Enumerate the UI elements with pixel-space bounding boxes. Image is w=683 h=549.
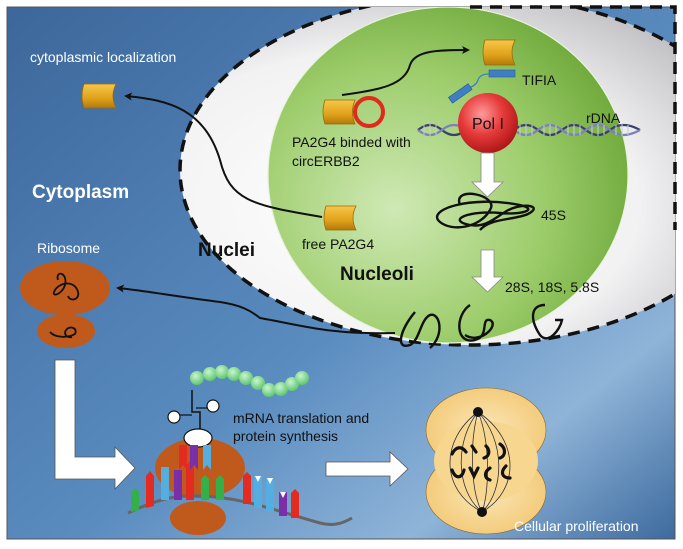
- pa2g4-bound-icon: [322, 99, 356, 125]
- amino-acid-bead: [227, 367, 241, 381]
- processing-arrow: [471, 249, 504, 293]
- transfer-arrow: [341, 46, 470, 96]
- codon-blue: [254, 476, 262, 508]
- trna-loop-icon: [167, 410, 181, 424]
- codon-red: [146, 471, 154, 508]
- spindle-fibers: [449, 411, 511, 513]
- proliferation-arrow: [325, 451, 409, 487]
- trna-anticodon-loop-icon: [183, 428, 213, 448]
- ribosome-assembly-arrow: [116, 284, 396, 335]
- amino-acid-bead: [274, 382, 288, 396]
- pa2g4-tifia-icon: [482, 39, 516, 66]
- rrna-45s-label: 45S: [541, 207, 566, 223]
- circerbb2-ring-icon: [353, 96, 385, 128]
- codon-purple: [174, 470, 182, 500]
- nuclear-envelope-edge: [470, 5, 677, 230]
- rrna-5-8s-icon: [531, 303, 564, 340]
- codon-green: [201, 475, 209, 500]
- pa2g4-cytoplasmic-icon: [81, 83, 117, 109]
- tifia-domain-icon: [448, 83, 473, 104]
- ribosome-label: Ribosome: [37, 240, 100, 256]
- codon-notch: [255, 476, 261, 482]
- ribosome-large-subunit: [20, 261, 110, 315]
- tifia-linker: [467, 73, 490, 89]
- dividing-cell: [425, 387, 547, 535]
- anticodon-purple: [190, 445, 198, 470]
- amino-acid-bead: [215, 365, 229, 379]
- anticodon-red: [179, 445, 187, 470]
- free-pa2g4-icon: [323, 205, 357, 231]
- codon-red: [291, 489, 299, 518]
- cytoplasmic-localization-label: cytoplasmic localization: [30, 49, 176, 65]
- trna-loop-icon: [206, 399, 220, 413]
- rdna-helix-icon: [417, 123, 641, 137]
- rrna-45s-icon: [436, 192, 535, 231]
- translation-label-line1: mRNA translation and: [233, 410, 369, 426]
- tifia-label: TIFIA: [522, 72, 557, 88]
- nucleoli-label: Nucleoli: [340, 264, 414, 285]
- rdna-label: rDNA: [586, 110, 621, 126]
- tifia-icon: [488, 69, 516, 78]
- export-arrow: [124, 92, 323, 218]
- amino-acid-bead: [239, 371, 253, 385]
- ribosome-rrna-large-icon: [52, 272, 80, 301]
- pa2g4-bound-label-line1: PA2G4 binded with: [292, 134, 411, 150]
- amino-acid-bead: [295, 371, 309, 385]
- translation-label-line2: protein synthesis: [233, 428, 338, 444]
- codon-purple: [279, 492, 287, 516]
- nuclei-label: Nuclei: [198, 240, 255, 261]
- translation-flow-arrow: [54, 359, 136, 490]
- ribosome-rrna-small-icon: [49, 326, 77, 339]
- proliferation-label: Cellular proliferation: [514, 518, 639, 534]
- transcription-arrow: [471, 152, 504, 198]
- rrna-18s-icon: [458, 304, 494, 342]
- amino-acid-bead: [190, 371, 204, 385]
- rrna-28s-icon: [399, 311, 441, 349]
- cytoplasm-label: Cytoplasm: [32, 182, 129, 203]
- centrosome-bottom: [477, 507, 487, 517]
- codon-blue: [266, 478, 274, 512]
- centrosome-top: [473, 407, 483, 417]
- amino-acid-bead: [251, 376, 265, 390]
- pa2g4-bound-label-line2: circERBB2: [292, 153, 360, 169]
- pa2g4-circerbb2-complex: [322, 96, 385, 128]
- codon-blue: [161, 467, 169, 500]
- peptide-chain: [190, 365, 309, 397]
- chromosomes: [450, 442, 512, 482]
- nuclear-envelope: [178, 7, 675, 347]
- rrna-mature-label: 28S, 18S, 5.8S: [505, 279, 599, 295]
- pol-i-label: Pol I: [472, 116, 504, 133]
- amino-acid-bead: [203, 367, 217, 381]
- codon-notch: [280, 492, 286, 498]
- codon-red: [186, 461, 194, 500]
- codon-notch: [267, 478, 273, 484]
- amino-acid-bead: [262, 383, 276, 397]
- codon-green: [131, 488, 139, 512]
- codon-red: [243, 472, 251, 504]
- codon-green: [216, 475, 224, 500]
- pol-i-icon: [458, 93, 518, 153]
- anticodon-blue: [203, 445, 211, 470]
- nucleolus: [267, 7, 629, 344]
- translating-ribosome-small: [170, 501, 226, 535]
- codons: [131, 445, 299, 518]
- free-pa2g4-label: free PA2G4: [302, 236, 374, 252]
